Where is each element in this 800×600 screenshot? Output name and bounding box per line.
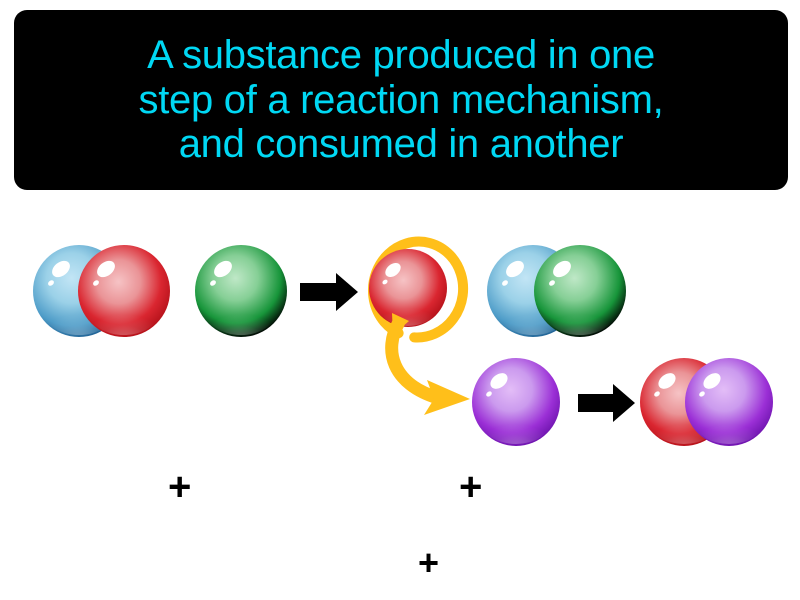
reaction-arrow-step-two: [578, 384, 635, 422]
sphere-red-intermediate: [369, 249, 447, 327]
sphere-green-product: [534, 245, 626, 337]
product-molecule-blue-green: [487, 245, 626, 337]
reaction-arrow-step-one: [300, 273, 358, 311]
sphere-purple-final: [685, 358, 773, 446]
product-molecule-red-purple: [640, 358, 773, 446]
reactant-atom-purple: [472, 358, 560, 446]
sphere-red: [78, 245, 170, 337]
definition-text: A substance produced in one step of a re…: [138, 32, 664, 167]
plus-sign-products: +: [459, 465, 483, 509]
reactant-atom-green: [195, 245, 287, 337]
plus-sign-step-two: +: [418, 542, 440, 583]
intermediate-transfer-arrow: [385, 313, 470, 415]
intermediate-highlight-group: [368, 236, 469, 343]
reactant-molecule-blue-red: [33, 245, 170, 337]
reaction-mechanism-diagram: + + +: [0, 200, 800, 600]
plus-sign-reactants: +: [168, 465, 192, 509]
diagram-canvas: [33, 236, 773, 446]
definition-banner: A substance produced in one step of a re…: [14, 10, 788, 190]
